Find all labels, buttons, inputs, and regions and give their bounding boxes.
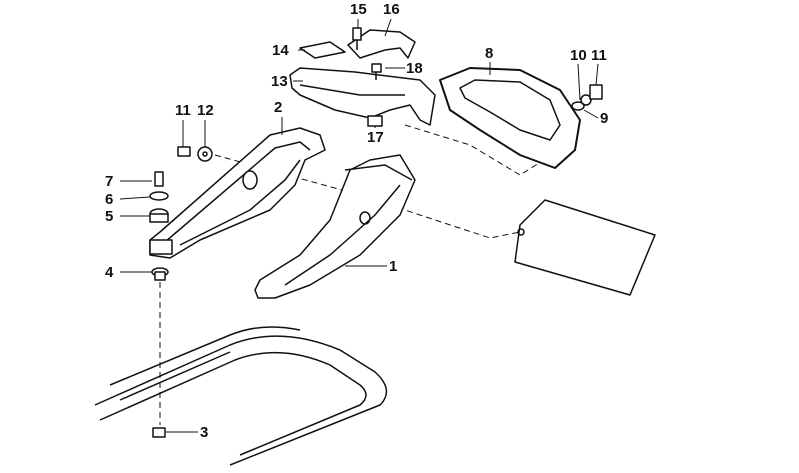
parts-9-10-11 <box>571 84 603 111</box>
callout-12: 12 <box>197 102 214 119</box>
assembly-lines <box>159 124 561 425</box>
part-15-screw <box>352 27 362 50</box>
callout-8: 8 <box>485 45 494 62</box>
callout-10: 10 <box>570 47 587 64</box>
part-3-nut <box>152 427 166 438</box>
parts-11-12-left <box>177 146 213 162</box>
part-1-cover <box>254 154 416 299</box>
callout-17: 17 <box>367 129 384 146</box>
callout-1: 1 <box>389 258 398 275</box>
callout-11-right: 11 <box>591 47 607 64</box>
callout-15: 15 <box>350 1 367 18</box>
callout-6: 6 <box>105 191 114 208</box>
part-18-screw <box>371 63 382 80</box>
part-16-cover <box>347 29 416 59</box>
part-17-clip <box>367 115 383 127</box>
callout-11-left: 11 <box>175 102 191 119</box>
part-8-frame <box>439 67 581 169</box>
callout-16: 16 <box>383 1 400 18</box>
part-2-bracket <box>149 127 326 259</box>
callout-13: 13 <box>271 73 288 90</box>
leader-lines <box>119 18 599 433</box>
callout-3: 3 <box>200 424 209 441</box>
part-14-pad <box>299 41 346 59</box>
parts-4-7-stack <box>149 171 169 281</box>
frame-tubes <box>94 326 388 466</box>
callout-18: 18 <box>406 60 423 77</box>
tag-part <box>514 199 656 296</box>
callout-14: 14 <box>272 42 289 59</box>
callout-4: 4 <box>105 264 114 281</box>
callout-5: 5 <box>105 208 114 225</box>
part-13-tray <box>289 67 436 126</box>
callout-9: 9 <box>600 110 609 127</box>
callout-2: 2 <box>274 99 283 116</box>
callout-7: 7 <box>105 173 114 190</box>
